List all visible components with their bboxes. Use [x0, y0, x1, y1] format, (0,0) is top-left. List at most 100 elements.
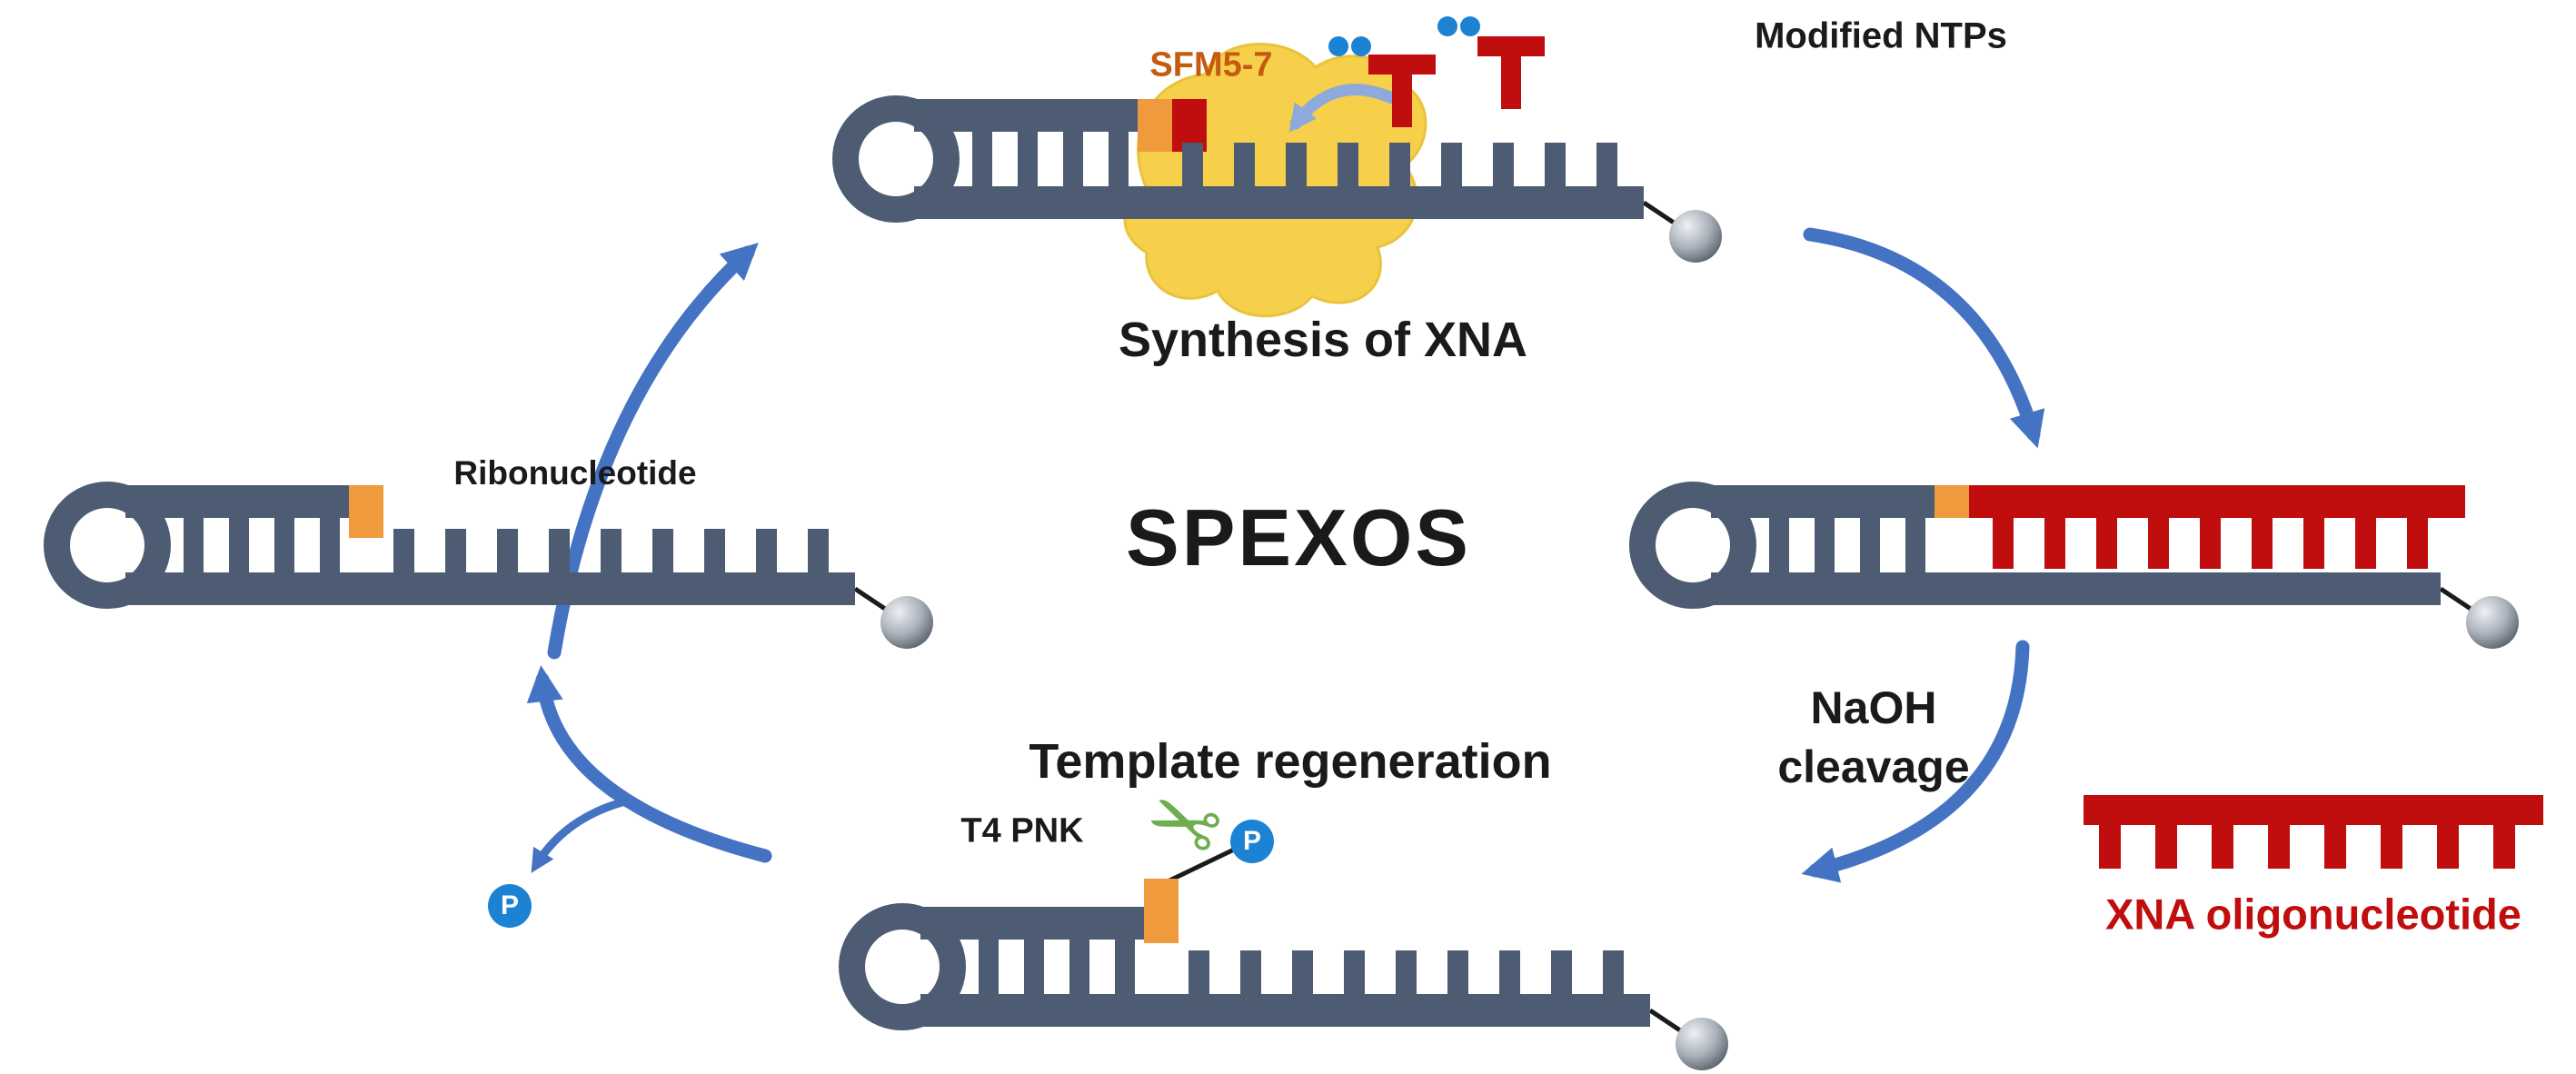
template-base-tooth — [549, 529, 570, 572]
xna-base-tooth — [2200, 518, 2221, 569]
stem-rung — [1063, 130, 1083, 188]
xna-base-tooth — [2355, 518, 2376, 569]
template-base-tooth — [1551, 950, 1572, 994]
triphosphate-dot — [1437, 16, 1457, 36]
phosphate-linker-line — [1162, 846, 1238, 886]
xna-oligonucleotide-comb — [2084, 795, 2543, 869]
xna-base-tooth — [2155, 825, 2177, 869]
phosphate-release-arrow — [531, 797, 630, 873]
template-base-tooth — [1493, 143, 1514, 186]
template-base-tooth — [808, 529, 829, 572]
stem-top-strand — [920, 907, 1144, 940]
template-backbone — [1711, 572, 2441, 605]
bead — [1669, 210, 1722, 263]
template-backbone — [125, 572, 855, 605]
template-base-tooth — [601, 529, 622, 572]
naoh-line2: cleavage — [1777, 741, 1970, 792]
template-base-tooth — [1396, 950, 1417, 994]
template-base-tooth — [1338, 143, 1358, 186]
bead — [880, 596, 933, 649]
triphosphate-dot — [1460, 16, 1480, 36]
stem-rung — [1905, 516, 1925, 574]
template-base-tooth — [497, 529, 518, 572]
ntp-molecule-crossbar — [1368, 55, 1436, 75]
cycle-arrow-regeneration — [526, 665, 772, 863]
naoh-cleavage-label: NaOH cleavage — [1777, 679, 1969, 797]
stem-rung — [1109, 130, 1129, 188]
template-base-tooth — [704, 529, 725, 572]
template-backbone — [920, 994, 1650, 1027]
xna-base-tooth — [2268, 825, 2290, 869]
stem-top-strand — [914, 99, 1138, 132]
bead — [2466, 596, 2519, 649]
cycle-arrow-to-cleavage — [1803, 227, 2045, 449]
incorporation-arrow-icon — [1288, 84, 1398, 133]
template-base-tooth — [1441, 143, 1462, 186]
template-base-tooth — [1286, 143, 1307, 186]
ntp-molecule-stem — [1501, 56, 1521, 109]
template-regeneration-label: Template regeneration — [1029, 734, 1552, 789]
ribonucleotide-label: Ribonucleotide — [453, 454, 697, 492]
t4-pnk-label: T4 PNK — [960, 811, 1084, 850]
xna-base-tooth — [2148, 518, 2169, 569]
xna-base-tooth — [1993, 518, 2014, 569]
template-base-tooth — [1545, 143, 1566, 186]
template-base-tooth — [1499, 950, 1520, 994]
stem-top-strand — [125, 485, 349, 518]
triphosphate-dot — [1328, 36, 1348, 56]
template-base-tooth — [652, 529, 673, 572]
xna-strand — [1969, 485, 2465, 518]
template-base-tooth — [1344, 950, 1365, 994]
stem-rung — [1815, 516, 1835, 574]
xna-base-tooth — [2437, 825, 2459, 869]
template-base-tooth — [1596, 143, 1617, 186]
stem-rung — [1860, 516, 1880, 574]
ribonucleotide-marker — [349, 485, 383, 538]
template-base-tooth — [445, 529, 466, 572]
phosphate-badge: P — [1230, 820, 1274, 863]
stem-rung — [274, 516, 294, 574]
modified-ntps-label: Modified NTPs — [1755, 15, 2007, 56]
ntp-molecule-stem — [1392, 75, 1412, 127]
stem-rung — [1024, 938, 1044, 996]
template-backbone — [914, 186, 1644, 219]
stem-rung — [972, 130, 992, 188]
template-base-tooth — [756, 529, 777, 572]
template-base-tooth — [1240, 950, 1261, 994]
bead — [1676, 1018, 1728, 1070]
synthesis-step-label: Synthesis of XNA — [1118, 313, 1528, 367]
ribonucleotide-marker — [1144, 879, 1179, 943]
template-base-tooth — [393, 529, 414, 572]
xna-base-tooth — [2099, 825, 2121, 869]
template-base-tooth — [1234, 143, 1255, 186]
stem-rung — [320, 516, 340, 574]
template-base-tooth — [1182, 143, 1203, 186]
template-base-tooth — [1189, 950, 1209, 994]
ribonucleotide-marker — [1934, 485, 1969, 518]
xna-oligonucleotide-label: XNA oligonucleotide — [2105, 890, 2521, 939]
template-base-tooth — [1447, 950, 1468, 994]
cycle-arrow-naoh-cleavage — [1801, 640, 2030, 883]
naoh-line1: NaOH — [1810, 682, 1937, 733]
template-base-tooth — [1603, 950, 1624, 994]
stem-top-strand — [1711, 485, 1934, 518]
diagram-title: SPEXOS — [1126, 492, 1471, 582]
xna-base-tooth — [2324, 825, 2346, 869]
triphosphate-dot — [1351, 36, 1371, 56]
template-base-tooth — [1389, 143, 1410, 186]
stem-rung — [979, 938, 999, 996]
stem-rung — [184, 516, 204, 574]
ntp-molecule-crossbar — [1477, 36, 1545, 56]
phosphate-badge-released: P — [488, 884, 532, 928]
stem-rung — [1018, 130, 1038, 188]
xna-base-tooth — [2407, 518, 2428, 569]
xna-base-tooth — [2212, 825, 2233, 869]
template-base-tooth — [1292, 950, 1313, 994]
stem-rung — [1769, 516, 1789, 574]
enzyme-name-label: SFM5-7 — [1149, 45, 1273, 85]
xna-base-tooth — [2044, 518, 2065, 569]
stem-rung — [229, 516, 249, 574]
xna-base-tooth — [2381, 825, 2402, 869]
xna-base-tooth — [2096, 518, 2117, 569]
